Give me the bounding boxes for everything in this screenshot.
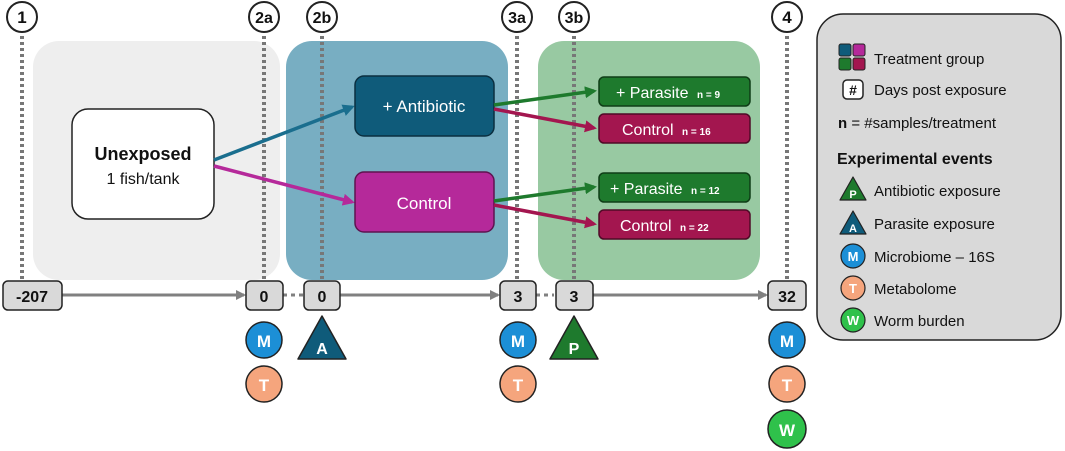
arrow-ctl-control — [493, 203, 597, 229]
outcome-n: n = 9 — [697, 90, 721, 101]
legend-n-letter: n — [838, 115, 847, 132]
legend-worm-letter: W — [847, 313, 860, 328]
timeline-day-label: 3 — [514, 289, 523, 306]
legend: Treatment group # Days post exposure n =… — [816, 13, 1062, 341]
metabolome-letter: T — [782, 376, 793, 395]
legend-n-definition: = #samples/treatment — [851, 115, 996, 132]
arrow-to-control — [213, 164, 355, 206]
step-label: 1 — [17, 8, 26, 27]
unexposed-box: Unexposed 1 fish/tank — [71, 108, 215, 220]
timeline-day-label: 3 — [570, 289, 579, 306]
legend-worm-burden: Worm burden — [874, 313, 965, 330]
microbiome-letter: M — [511, 332, 525, 351]
svg-text:n = #samples/treatment: n = #samples/treatment — [838, 115, 997, 132]
arrow-ab-parasite — [493, 86, 597, 107]
timeline-day-3a: 3 — [499, 280, 537, 311]
legend-antibiotic-exposure: Antibiotic exposure — [874, 183, 1001, 200]
microbiome-letter: M — [257, 332, 271, 351]
metabolome-icon: T — [499, 365, 537, 403]
legend-metabolome: Metabolome — [874, 281, 957, 298]
outcome-label: + Parasite — [616, 85, 689, 102]
legend-metabolome-letter: T — [849, 281, 857, 296]
outcome-ctl-parasite: + Parasite n = 12 — [598, 172, 751, 203]
legend-frame — [816, 13, 1062, 341]
step-dotted-lines — [20, 36, 789, 280]
timeline-day-0a: 0 — [245, 280, 284, 311]
antibiotic-letter: A — [316, 341, 328, 358]
svg-text:Control n = 22: Control n = 22 — [620, 218, 709, 235]
step-marker-4: 4 — [771, 1, 803, 33]
legend-metabolome-icon: T — [840, 275, 866, 301]
metabolome-letter: T — [259, 376, 270, 395]
timeline-day-3b: 3 — [555, 280, 594, 311]
legend-treatment-group: Treatment group — [874, 51, 984, 68]
group-control-label: Control — [397, 194, 452, 213]
group-control: Control — [354, 171, 495, 233]
step-label: 4 — [782, 8, 792, 27]
days-symbol: # — [849, 82, 857, 98]
svg-text:Control n = 16: Control n = 16 — [622, 122, 711, 139]
parasite-letter: P — [569, 341, 580, 358]
worm-burden-icon: W — [767, 409, 807, 449]
metabolome-letter: T — [513, 376, 524, 395]
outcome-label: Control — [622, 122, 674, 139]
days-symbol-icon: # — [842, 79, 864, 100]
timeline-day-label: 0 — [318, 289, 327, 306]
step-marker-3a: 3a — [501, 1, 533, 33]
arrow-ab-control — [493, 107, 597, 133]
arrow-ctl-parasite — [493, 182, 597, 203]
group-antibiotic-label: + Antibiotic — [383, 97, 466, 116]
worm-letter: W — [779, 421, 796, 440]
outcome-n: n = 12 — [691, 186, 720, 197]
timeline-day-32: 32 — [767, 280, 807, 311]
metabolome-icon: T — [768, 365, 806, 403]
timeline-day-label: -207 — [16, 289, 48, 306]
microbiome-icon: M — [499, 321, 537, 359]
legend-antibiotic-letter: P — [849, 189, 856, 201]
microbiome-icon: M — [768, 321, 806, 359]
outcome-ctl-control: Control n = 22 — [598, 209, 751, 240]
legend-microbiome: Microbiome – 16S — [874, 249, 995, 266]
legend-days-post-exposure: Days post exposure — [874, 82, 1007, 99]
outcome-n: n = 16 — [682, 127, 711, 138]
outcome-label: Control — [620, 218, 672, 235]
microbiome-icon: M — [245, 321, 283, 359]
unexposed-title: Unexposed — [94, 144, 191, 164]
step-label: 2b — [313, 10, 332, 27]
metabolome-icon: T — [245, 365, 283, 403]
legend-microbiome-letter: M — [848, 249, 859, 264]
outcome-ab-control: Control n = 16 — [598, 113, 751, 144]
svg-text:+ Parasite n = 9: + Parasite n = 9 — [616, 85, 720, 102]
legend-microbiome-icon: M — [840, 243, 866, 269]
legend-antibiotic-icon: P — [839, 176, 867, 201]
outcome-n: n = 22 — [680, 223, 709, 234]
step-label: 2a — [255, 10, 273, 27]
timeline-day-label: 0 — [260, 289, 269, 306]
step-marker-3b: 3b — [558, 1, 590, 33]
legend-parasite-letter: A — [849, 223, 857, 235]
microbiome-letter: M — [780, 332, 794, 351]
parasite-exposure-icon: P — [549, 315, 599, 360]
outcome-label: + Parasite — [610, 181, 683, 198]
group-antibiotic: + Antibiotic — [354, 75, 495, 137]
step-marker-1: 1 — [6, 1, 38, 33]
legend-worm-icon: W — [840, 307, 866, 333]
treatment-group-swatch-icon — [838, 43, 866, 71]
timeline-day-minus207: -207 — [2, 280, 63, 311]
step-marker-2a: 2a — [248, 1, 280, 33]
legend-events-header: Experimental events — [837, 151, 993, 168]
unexposed-subtitle: 1 fish/tank — [107, 171, 181, 188]
timeline-day-0b: 0 — [303, 280, 341, 311]
legend-parasite-exposure: Parasite exposure — [874, 216, 995, 233]
legend-parasite-icon: A — [839, 210, 867, 235]
timeline-day-label: 32 — [778, 289, 796, 306]
outcome-ab-parasite: + Parasite n = 9 — [598, 76, 751, 107]
arrow-to-antibiotic — [213, 104, 355, 162]
antibiotic-exposure-icon: A — [297, 315, 347, 360]
step-marker-2b: 2b — [306, 1, 338, 33]
step-label: 3a — [508, 10, 526, 27]
svg-text:+ Parasite n = 12: + Parasite n = 12 — [610, 181, 720, 198]
step-label: 3b — [565, 10, 584, 27]
